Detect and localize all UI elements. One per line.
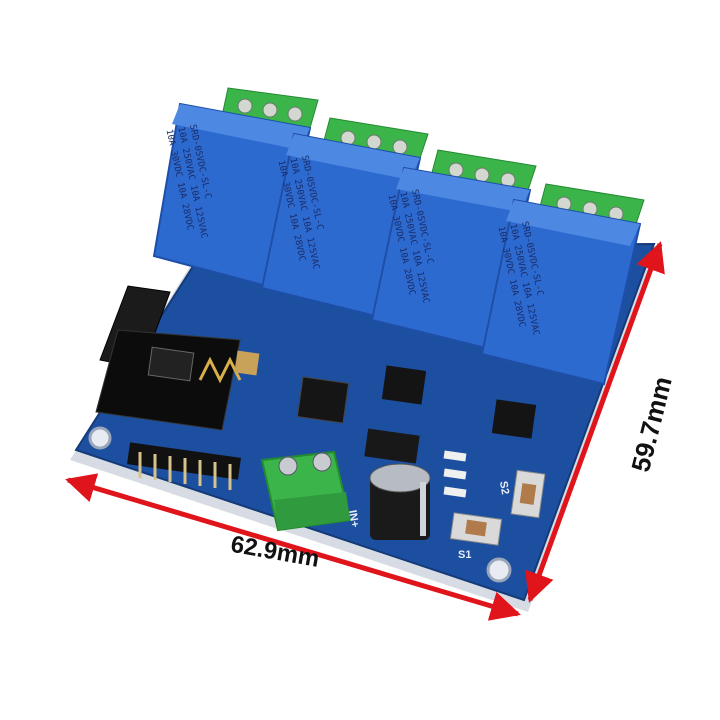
optocoupler — [381, 365, 427, 405]
driver-ic — [364, 428, 420, 464]
silk-s2: S2 — [497, 480, 511, 495]
led — [443, 450, 467, 462]
height-arrow — [525, 241, 665, 603]
power-terminal — [260, 450, 352, 532]
jumper — [296, 376, 350, 424]
mounting-hole — [88, 426, 112, 450]
relay-2: SRD-05VDC-SL-C 10A 250VAC 10A 125VAC 10A… — [260, 117, 429, 320]
switch-s2 — [510, 469, 546, 519]
height-label: 59.7mm — [625, 374, 678, 475]
optocoupler — [491, 399, 537, 439]
wifi-module — [95, 285, 260, 431]
capacitor — [369, 463, 431, 540]
relay-3: SRD-05VDC-SL-C 10A 250VAC 10A 125VAC 10A… — [370, 149, 537, 352]
width-arrow — [65, 473, 521, 621]
relay-board: SRD-05VDC-SL-C 10A 250VAC 10A 125VAC 10A… — [70, 87, 660, 612]
silk-s1: S1 — [458, 549, 471, 561]
mounting-hole — [486, 557, 512, 583]
